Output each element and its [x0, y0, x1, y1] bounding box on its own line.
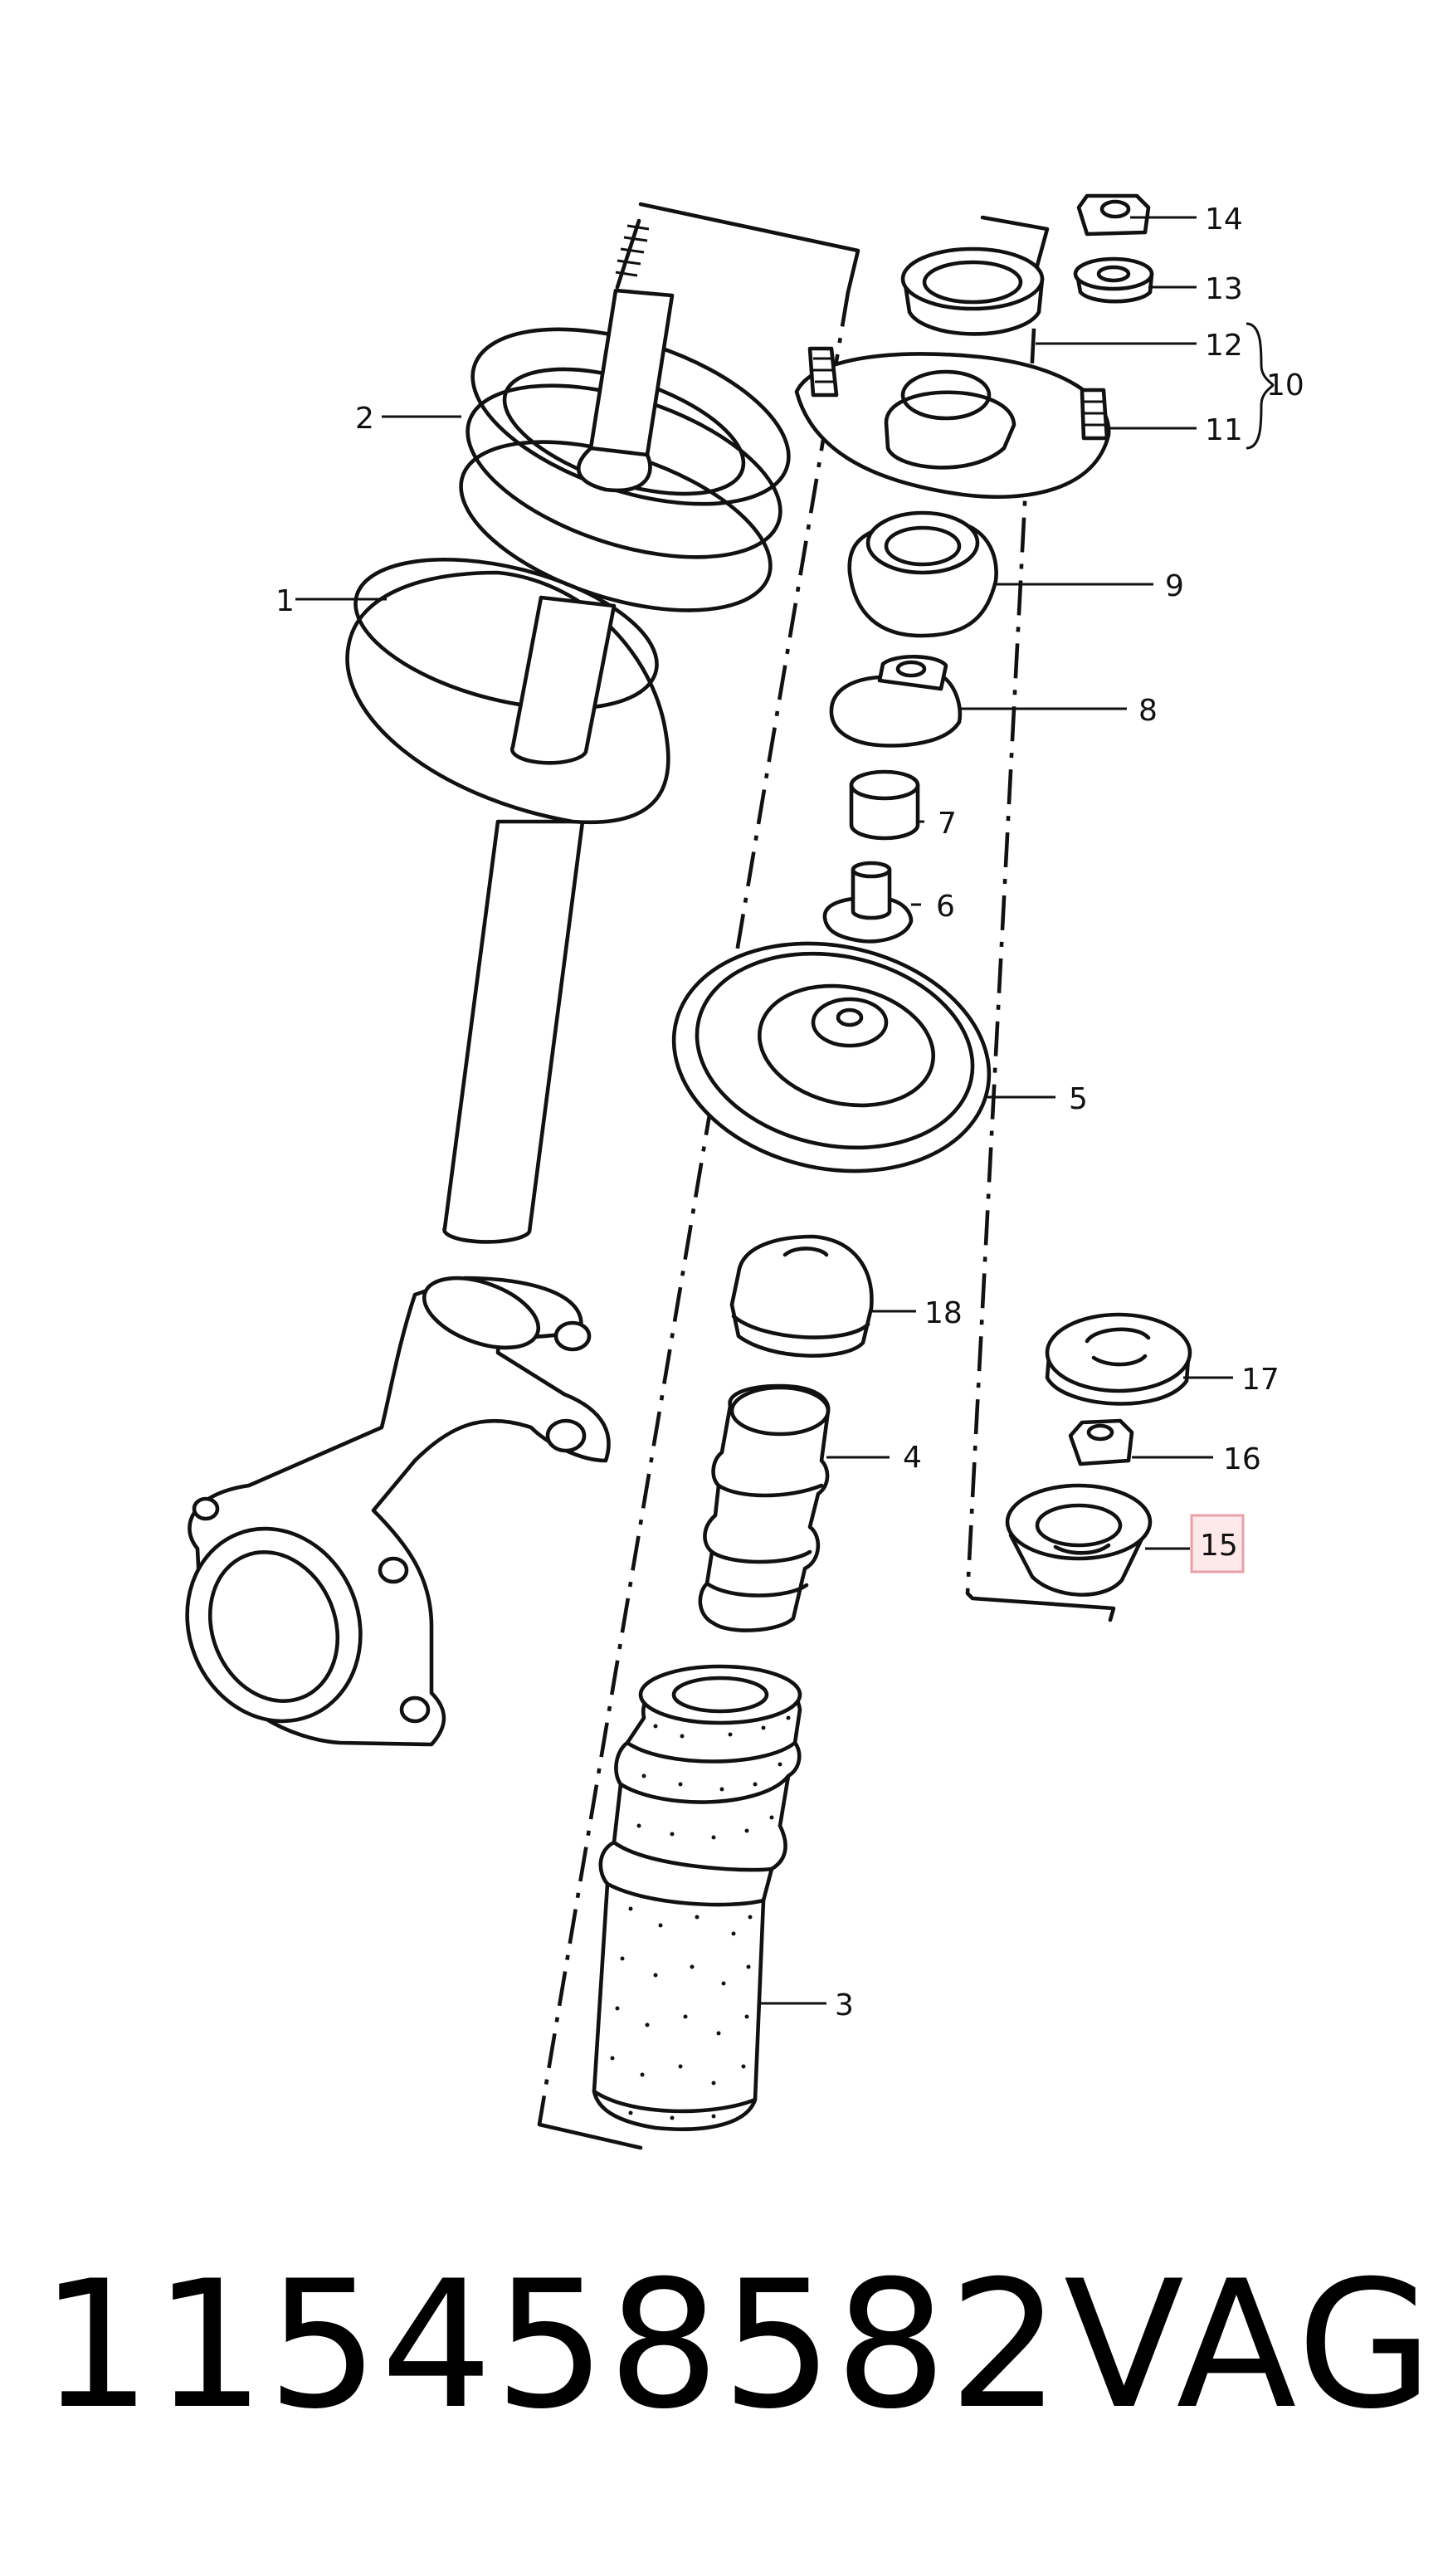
callout-15-highlight [1190, 1514, 1245, 1573]
boot-stipple-texture [610, 1715, 791, 2120]
callout-7: 7 [938, 807, 957, 841]
callout-15: 15 [1200, 1529, 1238, 1563]
callout-8: 8 [1138, 694, 1158, 728]
part-7-bushing [849, 769, 920, 841]
part-18-cap [729, 1234, 874, 1358]
callout-11: 11 [1205, 413, 1243, 447]
callouts: 1 2 3 4 5 6 7 8 9 10 11 12 13 14 15 16 1… [275, 202, 1304, 2022]
part-17-cap [1045, 1312, 1192, 1406]
callout-3: 3 [835, 1988, 854, 2022]
part-16-nut [1068, 1418, 1134, 1466]
callout-2: 2 [355, 402, 374, 436]
leader-lines [295, 216, 1275, 2005]
part-1-strut [345, 557, 670, 1244]
part-15-bushing [1005, 1483, 1153, 1597]
brand-name: VAG [1064, 2242, 1437, 2447]
part-14-nut [1076, 193, 1151, 237]
part-12-ring [900, 246, 1045, 336]
part-8-stop [829, 654, 963, 748]
callout-14: 14 [1205, 202, 1243, 237]
part-2-coil-spring [459, 218, 791, 612]
part-number: 115458582 [40, 2242, 1062, 2447]
steering-knuckle [185, 1276, 611, 1747]
callout-4: 4 [903, 1441, 922, 1475]
callout-16: 16 [1223, 1442, 1261, 1476]
part-10-11-top-mount [794, 346, 1111, 500]
callout-10: 10 [1266, 368, 1304, 402]
callout-1: 1 [275, 584, 295, 618]
footer: 115458582 VAG [0, 2241, 1443, 2490]
callout-17: 17 [1241, 1363, 1280, 1397]
part-9-rubber-bearing [847, 510, 998, 638]
callout-12: 12 [1205, 329, 1243, 363]
callout-5: 5 [1069, 1082, 1088, 1116]
callout-13: 13 [1205, 272, 1243, 306]
part-5-spring-plate [671, 941, 992, 1173]
callout-9: 9 [1165, 569, 1184, 603]
part-13-washer [1073, 256, 1154, 304]
part-4-bump-stop [698, 1383, 831, 1632]
part-3-boot [592, 1664, 802, 2131]
exploded-parts-diagram: 1 2 3 4 5 6 7 8 9 10 11 12 13 14 15 16 1… [185, 193, 1304, 2150]
callout-6: 6 [936, 890, 955, 924]
part-6-sleeve [822, 861, 914, 944]
callout-18: 18 [924, 1296, 963, 1330]
